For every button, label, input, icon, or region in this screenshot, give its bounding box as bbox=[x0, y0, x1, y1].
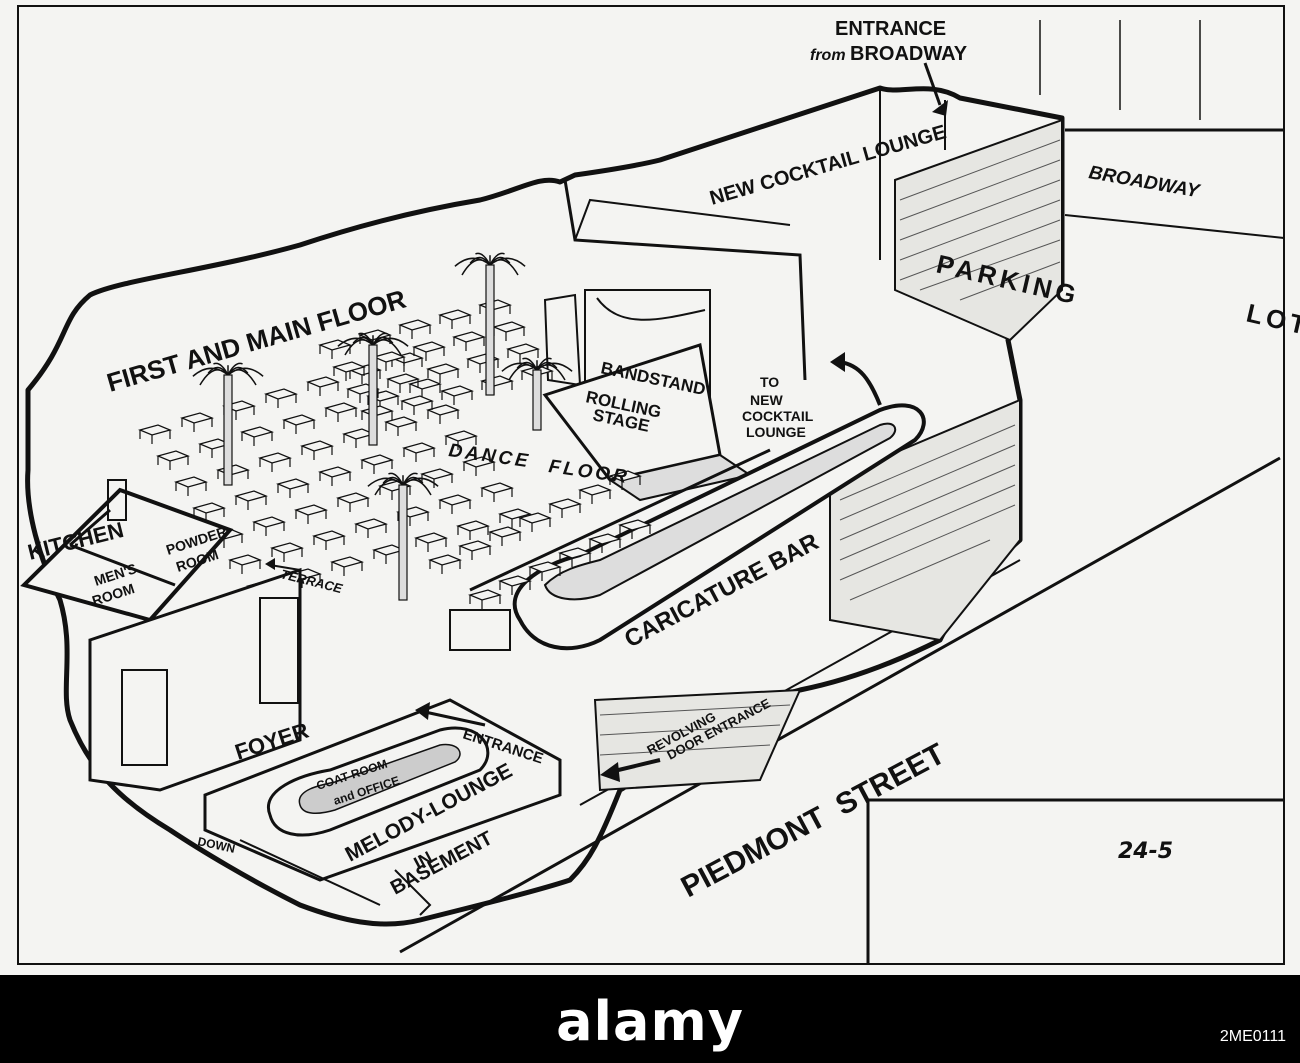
dining-table bbox=[330, 556, 364, 576]
dining-table bbox=[506, 343, 540, 363]
dining-table bbox=[480, 482, 514, 502]
dining-table bbox=[528, 561, 562, 581]
dining-table bbox=[400, 395, 434, 415]
dining-table bbox=[252, 516, 286, 536]
dining-table bbox=[332, 361, 366, 381]
dining-table bbox=[336, 492, 370, 512]
kitchen-door bbox=[107, 479, 127, 521]
foyer-door bbox=[121, 669, 168, 766]
brick-wall-right bbox=[894, 118, 1063, 342]
broadway-sidewalk bbox=[1064, 214, 1285, 239]
dining-table bbox=[324, 402, 358, 422]
dining-table bbox=[312, 530, 346, 550]
dining-table bbox=[498, 575, 532, 595]
dining-table bbox=[440, 385, 474, 405]
palm-tree bbox=[367, 472, 439, 601]
restrooms-block bbox=[20, 479, 302, 792]
dining-table bbox=[458, 540, 492, 560]
dining-table bbox=[398, 319, 432, 339]
dining-table bbox=[276, 478, 310, 498]
dining-table bbox=[618, 519, 652, 539]
dining-table bbox=[426, 363, 460, 383]
frame-border bbox=[17, 5, 1285, 965]
floor-plan-drawing: ENTRANCE from BROADWAY NEW COCKTAIL LOUN… bbox=[17, 5, 1300, 965]
label-broadway: BROADWAY bbox=[1087, 162, 1203, 202]
dining-table bbox=[354, 518, 388, 538]
direction-arrows bbox=[265, 62, 948, 782]
label-broadway-entrance: BROADWAY bbox=[850, 43, 968, 65]
side-door bbox=[259, 597, 299, 704]
dining-table bbox=[300, 440, 334, 460]
dining-table bbox=[306, 376, 340, 396]
dining-table bbox=[264, 388, 298, 408]
dining-table bbox=[180, 412, 214, 432]
dining-table bbox=[412, 341, 446, 361]
dining-table bbox=[492, 321, 526, 341]
label-lot: LOT bbox=[1244, 298, 1300, 342]
dining-table bbox=[438, 494, 472, 514]
dining-table bbox=[384, 416, 418, 436]
dining-table bbox=[294, 504, 328, 524]
dining-table bbox=[426, 404, 460, 424]
label-from: from bbox=[810, 47, 846, 64]
watermark-strip bbox=[0, 975, 1300, 1063]
dining-table bbox=[588, 533, 622, 553]
label-to: TO bbox=[760, 374, 779, 390]
dining-table bbox=[386, 373, 420, 393]
dining-table bbox=[548, 498, 582, 518]
stage-area bbox=[542, 289, 753, 502]
handwritten-note: 24-5 bbox=[1118, 839, 1173, 864]
watermark-logo: alamy bbox=[556, 990, 744, 1053]
dining-table bbox=[270, 542, 304, 562]
palm-trees-group bbox=[192, 252, 573, 601]
dining-table bbox=[444, 430, 478, 450]
dining-table bbox=[462, 456, 496, 476]
label-new: NEW bbox=[750, 392, 783, 408]
dining-table bbox=[240, 426, 274, 446]
label-first-and-main-floor: FIRST AND MAIN FLOOR bbox=[103, 284, 409, 398]
palm-tree bbox=[454, 252, 526, 396]
dining-table bbox=[216, 464, 250, 484]
dining-table bbox=[478, 299, 512, 319]
dining-table bbox=[282, 414, 316, 434]
dining-table bbox=[318, 466, 352, 486]
piedmont-curb-line bbox=[399, 456, 1281, 954]
dining-table bbox=[234, 490, 268, 510]
label-entrance: ENTRANCE bbox=[835, 18, 946, 40]
interior-wall bbox=[574, 198, 791, 241]
image-id: 2ME0111 bbox=[1219, 1028, 1286, 1045]
dining-table bbox=[488, 526, 522, 546]
palm-tree bbox=[192, 362, 264, 486]
palm-tree bbox=[337, 332, 409, 446]
dining-table bbox=[156, 450, 190, 470]
dining-table bbox=[402, 442, 436, 462]
interior-wall bbox=[563, 179, 807, 381]
dining-table bbox=[518, 512, 552, 532]
dining-table bbox=[174, 476, 208, 496]
dining-table bbox=[258, 452, 292, 472]
label-cocktail: COCKTAIL bbox=[742, 408, 814, 424]
label-lounge: LOUNGE bbox=[746, 424, 806, 440]
dining-table bbox=[428, 554, 462, 574]
basement-lounge-area bbox=[203, 698, 562, 916]
label-dance: DANCE bbox=[447, 440, 532, 472]
palm-tree bbox=[501, 357, 573, 431]
dining-table bbox=[456, 520, 490, 540]
dining-table bbox=[408, 378, 442, 398]
dining-table bbox=[558, 547, 592, 567]
dining-table bbox=[414, 532, 448, 552]
dining-table bbox=[438, 309, 472, 329]
dining-table bbox=[578, 484, 612, 504]
dining-table bbox=[228, 554, 262, 574]
dining-table bbox=[608, 470, 642, 490]
dining-table bbox=[318, 339, 352, 359]
street-corner-line bbox=[866, 798, 1284, 964]
dining-table bbox=[138, 424, 172, 444]
dining-table bbox=[360, 454, 394, 474]
dining-table bbox=[452, 331, 486, 351]
dining-table bbox=[468, 589, 502, 609]
